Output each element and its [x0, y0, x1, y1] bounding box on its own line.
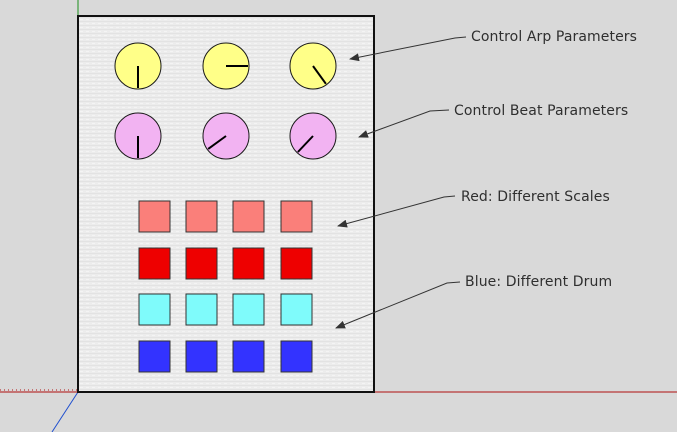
scales-callout-label: Red: Different Scales: [461, 189, 610, 205]
knob-pointer: [207, 135, 227, 150]
pad-button[interactable]: [280, 293, 313, 326]
knobs-group: [114, 42, 337, 160]
beat-knob-3[interactable]: [289, 112, 337, 160]
beat-callout-label: Control Beat Parameters: [454, 103, 629, 119]
axis-blue-line: [51, 391, 79, 432]
pad-row-drum: [138, 340, 313, 373]
callout-arrows: [335, 36, 467, 329]
pad-button[interactable]: [232, 293, 265, 326]
pad-button[interactable]: [232, 200, 265, 233]
pad-row-scales: [138, 247, 313, 280]
pad-button[interactable]: [185, 293, 218, 326]
arp-knob-1[interactable]: [114, 42, 162, 90]
pad-row-drum-light: [138, 293, 313, 326]
pad-row-scales-light: [138, 200, 313, 233]
pad-button[interactable]: [232, 247, 265, 280]
arp-callout-arrow: [349, 36, 467, 62]
pad-button[interactable]: [185, 247, 218, 280]
pads-group: [138, 200, 313, 373]
beat-knob-2[interactable]: [202, 112, 250, 160]
pad-button[interactable]: [280, 200, 313, 233]
pad-button[interactable]: [138, 340, 171, 373]
beat-knob-1[interactable]: [114, 112, 162, 160]
pad-button[interactable]: [138, 293, 171, 326]
pad-button[interactable]: [185, 200, 218, 233]
pad-button[interactable]: [138, 200, 171, 233]
scales-callout-arrow: [337, 195, 456, 228]
pad-button[interactable]: [138, 247, 171, 280]
drum-callout-label: Blue: Different Drum: [465, 274, 613, 290]
pad-button[interactable]: [280, 340, 313, 373]
arp-knob-2[interactable]: [202, 42, 250, 90]
knob-pointer: [297, 135, 314, 153]
pad-button[interactable]: [185, 340, 218, 373]
knob-pointer: [312, 65, 327, 85]
arp-callout-label: Control Arp Parameters: [471, 29, 638, 45]
beat-callout-arrow: [358, 109, 450, 138]
pad-button[interactable]: [280, 247, 313, 280]
arp-knob-3[interactable]: [289, 42, 337, 90]
pad-button[interactable]: [232, 340, 265, 373]
drum-callout-arrow: [335, 281, 461, 329]
